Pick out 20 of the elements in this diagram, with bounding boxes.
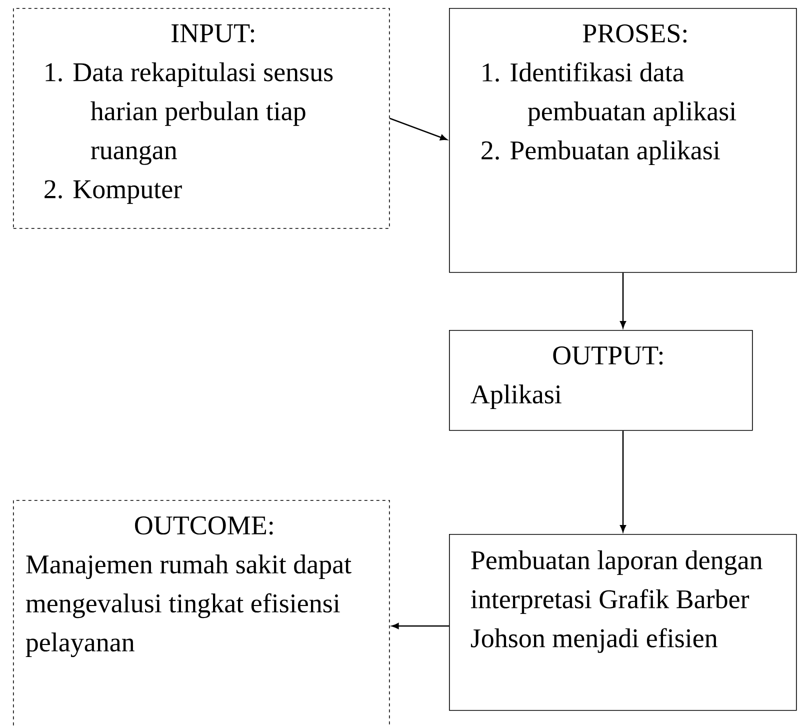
arrow	[620, 272, 626, 328]
process-box	[449, 330, 753, 431]
heading: INPUT:	[172, 24, 254, 42]
process-box	[449, 8, 797, 273]
heading: OUTCOME:	[135, 516, 273, 535]
list-item: 1. Data rekapitulasi sensus harian perbulan tiap ruangan	[46, 62, 333, 165]
body-text: Manajemen rumah sakit dapat mengevalusi tingkat efisiensi pelayanan	[26, 554, 352, 658]
input-box	[13, 8, 390, 229]
body-text: Aplikasi	[470, 384, 562, 410]
heading: PROSES:	[582, 24, 686, 43]
arrow	[620, 430, 626, 532]
arrow	[392, 623, 449, 629]
list-item: 2. Komputer	[44, 180, 182, 204]
input-box	[13, 500, 390, 726]
list-item: 1. Identifikasi data pembuatan aplikasi	[482, 62, 736, 126]
heading: OUTPUT:	[553, 346, 663, 365]
process-box	[449, 534, 797, 711]
body-text: Pembuatan laporan dengan interpretasi Grafik Barber Johson menjadi efisien	[470, 550, 762, 653]
list-item: 2. Pembuatan aplikasi	[482, 140, 720, 166]
arrow	[390, 118, 448, 140]
